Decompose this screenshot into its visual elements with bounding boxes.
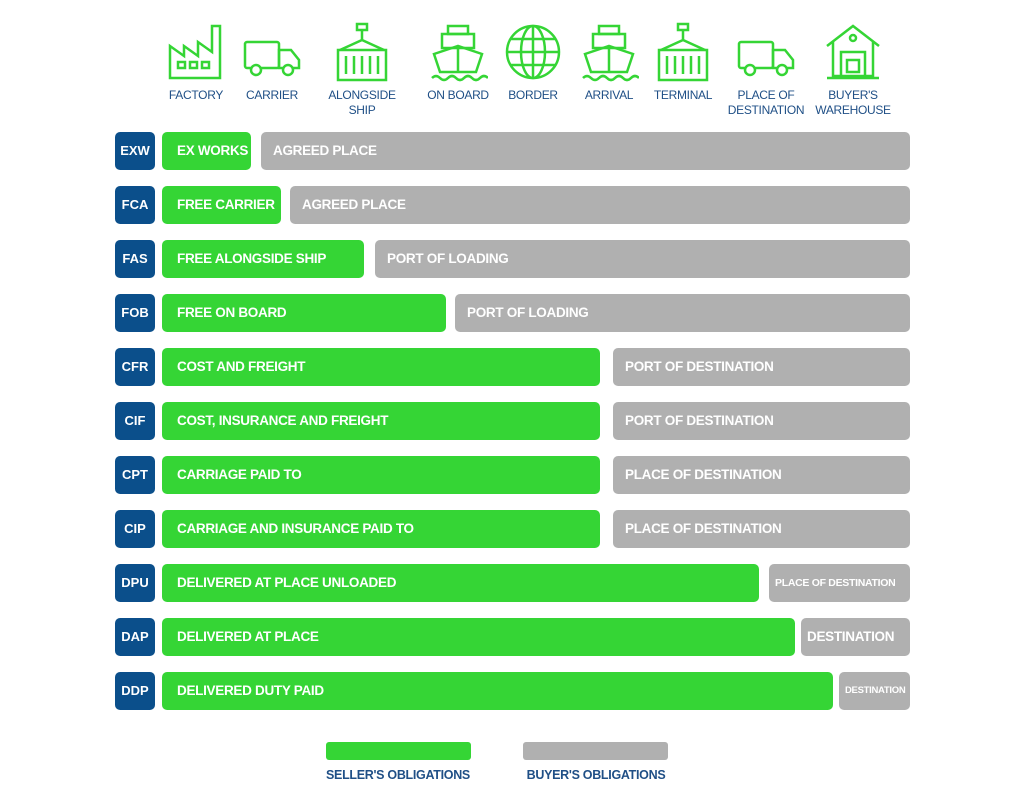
- stage-factory: FACTORY: [156, 22, 236, 103]
- stage-label: CARRIER: [246, 88, 298, 102]
- stage-label: BORDER: [508, 88, 558, 102]
- incoterm-row-ddp: DDP DELIVERED DUTY PAID DESTINATION: [115, 672, 910, 710]
- warehouse-icon: [825, 24, 881, 80]
- seller-obligation-bar: FREE CARRIER: [162, 186, 281, 224]
- incoterm-row-cpt: CPT CARRIAGE PAID TO PLACE OF DESTINATIO…: [115, 456, 910, 494]
- seller-obligation-bar: CARRIAGE AND INSURANCE PAID TO: [162, 510, 600, 548]
- incoterm-row-dap: DAP DELIVERED AT PLACE DESTINATION: [115, 618, 910, 656]
- stage-on-board: ON BOARD: [418, 22, 498, 103]
- seller-obligation-bar: DELIVERED AT PLACE UNLOADED: [162, 564, 759, 602]
- seller-obligation-bar: FREE ALONGSIDE SHIP: [162, 240, 364, 278]
- stage-label: ALONGSIDE SHIP: [328, 88, 396, 117]
- legend-seller-label: SELLER'S OBLIGATIONS: [326, 768, 470, 782]
- seller-obligation-bar: EX WORKS: [162, 132, 251, 170]
- factory-icon: [168, 24, 222, 80]
- incoterm-row-dpu: DPU DELIVERED AT PLACE UNLOADED PLACE OF…: [115, 564, 910, 602]
- ship-icon: [581, 24, 639, 82]
- term-code: EXW: [115, 132, 155, 170]
- stage-carrier: CARRIER: [232, 22, 312, 103]
- stage-label: BUYER'S WAREHOUSE: [815, 88, 891, 117]
- term-code: CIP: [115, 510, 155, 548]
- buyer-obligation-bar: PORT OF DESTINATION: [613, 348, 910, 386]
- term-code: FCA: [115, 186, 155, 224]
- seller-obligation-bar: COST, INSURANCE AND FREIGHT: [162, 402, 600, 440]
- seller-obligation-bar: FREE ON BOARD: [162, 294, 446, 332]
- globe-icon: [505, 24, 561, 80]
- seller-obligation-bar: DELIVERED AT PLACE: [162, 618, 795, 656]
- seller-obligation-bar: DELIVERED DUTY PAID: [162, 672, 833, 710]
- incoterm-row-fob: FOB FREE ON BOARD PORT OF LOADING: [115, 294, 910, 332]
- stage-label: ON BOARD: [427, 88, 489, 102]
- buyer-obligation-bar: PORT OF DESTINATION: [613, 402, 910, 440]
- buyer-obligation-bar: AGREED PLACE: [261, 132, 910, 170]
- stage-terminal: TERMINAL: [643, 22, 723, 103]
- term-code: CFR: [115, 348, 155, 386]
- buyer-obligation-bar: AGREED PLACE: [290, 186, 910, 224]
- stage-label: FACTORY: [168, 88, 224, 102]
- term-code: FOB: [115, 294, 155, 332]
- stage-place-of-destination: PLACE OF DESTINATION: [726, 22, 806, 118]
- buyer-obligation-bar: DESTINATION: [801, 618, 910, 656]
- seller-obligation-bar: CARRIAGE PAID TO: [162, 456, 600, 494]
- incoterm-row-cif: CIF COST, INSURANCE AND FREIGHT PORT OF …: [115, 402, 910, 440]
- truck-icon: [737, 40, 795, 77]
- incoterm-row-cfr: CFR COST AND FREIGHT PORT OF DESTINATION: [115, 348, 910, 386]
- term-code: FAS: [115, 240, 155, 278]
- stage-arrival: ARRIVAL: [569, 22, 649, 103]
- stage-border: BORDER: [493, 22, 573, 103]
- legend-buyer-label: BUYER'S OBLIGATIONS: [526, 768, 666, 782]
- stage-alongside-ship: ALONGSIDE SHIP: [322, 22, 402, 118]
- buyer-obligation-bar: PLACE OF DESTINATION: [613, 456, 910, 494]
- buyer-obligation-bar: PLACE OF DESTINATION: [613, 510, 910, 548]
- stage-buyer-s-warehouse: BUYER'S WAREHOUSE: [813, 22, 893, 118]
- container-crane-icon: [657, 22, 709, 82]
- buyer-obligation-bar: PLACE OF DESTINATION: [769, 564, 910, 602]
- buyer-obligation-bar: PORT OF LOADING: [375, 240, 910, 278]
- buyer-obligation-bar: DESTINATION: [839, 672, 910, 710]
- term-code: DAP: [115, 618, 155, 656]
- stage-label: PLACE OF DESTINATION: [727, 88, 805, 117]
- seller-obligation-bar: COST AND FREIGHT: [162, 348, 600, 386]
- stage-label: ARRIVAL: [584, 88, 634, 102]
- incoterm-row-cip: CIP CARRIAGE AND INSURANCE PAID TO PLACE…: [115, 510, 910, 548]
- incoterm-row-fas: FAS FREE ALONGSIDE SHIP PORT OF LOADING: [115, 240, 910, 278]
- term-code: DDP: [115, 672, 155, 710]
- stage-label: TERMINAL: [653, 88, 713, 102]
- legend-buyer-swatch: [523, 742, 668, 760]
- legend-seller-swatch: [326, 742, 471, 760]
- buyer-obligation-bar: PORT OF LOADING: [455, 294, 910, 332]
- truck-icon: [243, 40, 301, 77]
- incoterm-row-exw: EXW EX WORKS AGREED PLACE: [115, 132, 910, 170]
- term-code: CIF: [115, 402, 155, 440]
- ship-icon: [430, 24, 488, 82]
- term-code: DPU: [115, 564, 155, 602]
- term-code: CPT: [115, 456, 155, 494]
- container-crane-icon: [336, 22, 388, 82]
- incoterm-row-fca: FCA FREE CARRIER AGREED PLACE: [115, 186, 910, 224]
